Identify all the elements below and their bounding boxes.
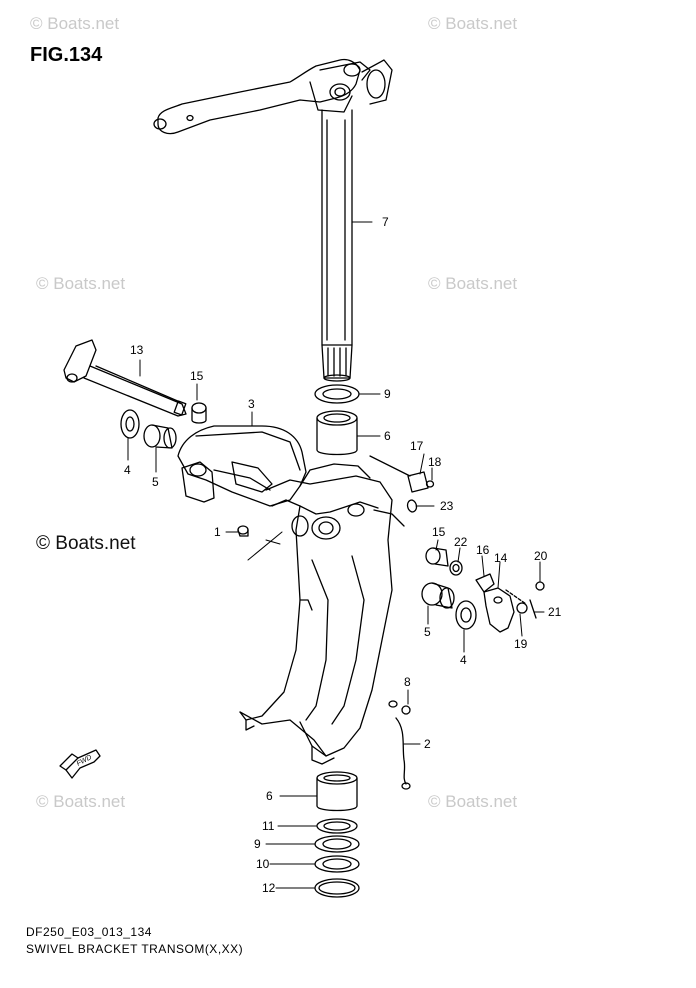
- upper-washer: [314, 384, 360, 404]
- lower-washer-11: [316, 818, 358, 834]
- lower-bushing: [316, 771, 358, 812]
- label-part: 21: [548, 605, 562, 619]
- right-sleeve-5: [421, 582, 455, 609]
- clamp-bracket: [239, 463, 405, 765]
- left-sleeve-5: [143, 424, 177, 449]
- label-part: 4: [124, 463, 131, 477]
- part-labels: 7 13 15 3 9 6 4 5 17 18 23 1 15 22 16 14…: [124, 215, 562, 895]
- label-part: 2: [424, 737, 431, 751]
- label-part: 6: [384, 429, 391, 443]
- circlip-22: [449, 560, 463, 576]
- watermark-top-left: © Boats.net: [30, 14, 120, 33]
- grease-nipple: [237, 525, 249, 537]
- label-part: 16: [476, 543, 490, 557]
- label-part: 12: [262, 881, 276, 895]
- label-part: 6: [266, 789, 273, 803]
- watermark-bottom-right: © Boats.net: [428, 792, 518, 811]
- label-part: 9: [384, 387, 391, 401]
- watermark-center-left: © Boats.net: [36, 533, 136, 554]
- figure-title: FIG.134: [30, 44, 103, 66]
- leader-lines: [127, 221, 545, 889]
- swivel-case: [177, 425, 307, 507]
- label-part: 18: [428, 455, 442, 469]
- label-part: 5: [424, 625, 431, 639]
- label-part: 10: [256, 857, 270, 871]
- watermark-bottom-left: © Boats.net: [36, 792, 126, 811]
- label-part: 3: [248, 397, 255, 411]
- figure-code: DF250_E03_013_134: [26, 925, 152, 939]
- plate-17: [369, 455, 435, 513]
- label-part: 19: [514, 637, 528, 651]
- label-part: 9: [254, 837, 261, 851]
- right-washer-4: [455, 600, 477, 630]
- watermark-top-right: © Boats.net: [428, 14, 518, 33]
- label-part: 7: [382, 215, 389, 229]
- label-part: 8: [404, 675, 411, 689]
- snap-ring-12: [314, 878, 360, 898]
- label-part: 17: [410, 439, 424, 453]
- label-part: 1: [214, 525, 221, 539]
- tilt-rod: [63, 339, 187, 417]
- label-part: 14: [494, 551, 508, 565]
- label-part: 20: [534, 549, 548, 563]
- label-part: 22: [454, 535, 468, 549]
- label-part: 15: [190, 369, 204, 383]
- watermark-mid-right: © Boats.net: [428, 274, 518, 293]
- lower-washer-9: [314, 835, 360, 853]
- label-part: 11: [262, 819, 275, 833]
- ground-wire: [388, 700, 411, 790]
- lower-washer-10: [314, 855, 360, 873]
- left-washer-4: [120, 409, 140, 439]
- right-bushing-15: [425, 547, 449, 567]
- label-part: 23: [440, 499, 454, 513]
- watermark-mid-left: © Boats.net: [36, 274, 126, 293]
- label-part: 5: [152, 475, 159, 489]
- figure-name: SWIVEL BRACKET TRANSOM(X,XX): [26, 942, 244, 956]
- left-bushing-15: [191, 402, 207, 424]
- label-part: 15: [432, 525, 446, 539]
- fwd-arrow-icon: FWD: [59, 749, 101, 779]
- steering-shaft: [321, 109, 353, 382]
- stopper-lever: [475, 573, 545, 633]
- upper-bushing: [316, 410, 358, 456]
- label-part: 13: [130, 343, 144, 357]
- steering-arm: [153, 58, 393, 135]
- label-part: 4: [460, 653, 467, 667]
